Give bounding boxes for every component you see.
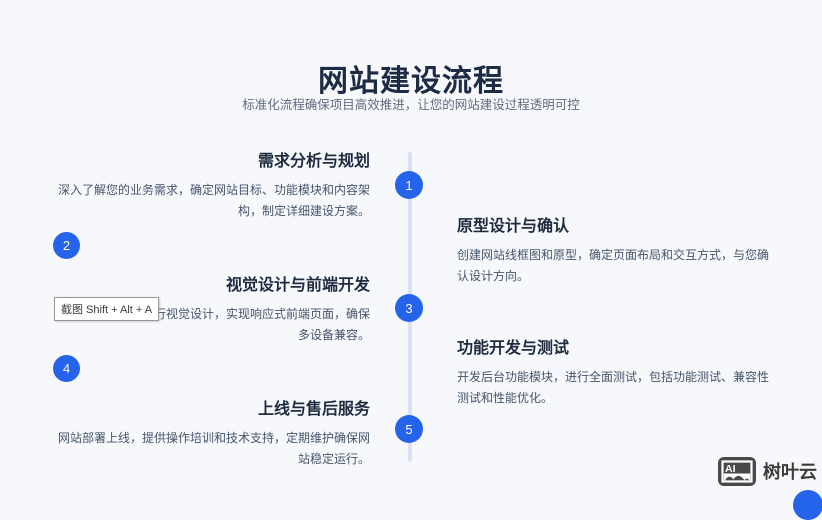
step-card-5: 上线与售后服务 网站部署上线，提供操作培训和技术支持，定期维护确保网站稳定运行。 (52, 398, 370, 470)
timeline-node-2: 2 (53, 232, 80, 259)
page-subtitle: 标准化流程确保项目高效推进，让您的网站建设过程透明可控 (242, 98, 580, 112)
step-title: 原型设计与确认 (457, 218, 570, 235)
brand-name: 树叶云 (763, 462, 817, 482)
svg-text:AI: AI (725, 463, 736, 475)
timeline-node-5: 5 (395, 415, 423, 443)
floating-action-button[interactable] (793, 490, 822, 520)
step-card-4: 功能开发与测试 开发后台功能模块，进行全面测试，包括功能测试、兼容性测试和性能优… (457, 337, 775, 409)
page-title: 网站建设流程 (318, 65, 504, 99)
step-description: 深入了解您的业务需求，确定网站目标、功能模块和内容架构，制定详细建设方案。 (57, 183, 370, 218)
step-description: 创建网站线框图和原型，确定页面布局和交互方式，与您确认设计方向。 (457, 248, 770, 283)
step-description: 开发后台功能模块，进行全面测试，包括功能测试、兼容性测试和性能优化。 (457, 370, 770, 405)
step-title: 上线与售后服务 (257, 401, 370, 418)
ai-image-icon: AI (716, 453, 758, 489)
step-card-1: 需求分析与规划 深入了解您的业务需求，确定网站目标、功能模块和内容架构，制定详细… (52, 150, 370, 222)
step-title: 视觉设计与前端开发 (225, 277, 370, 294)
timeline-node-1: 1 (395, 171, 423, 199)
step-title: 需求分析与规划 (257, 153, 370, 170)
step-description: 网站部署上线，提供操作培训和技术支持，定期维护确保网站稳定运行。 (57, 431, 370, 466)
timeline-node-4: 4 (53, 355, 80, 382)
brand-watermark: AI 树叶云 (716, 453, 817, 489)
screenshot-tooltip: 截图 Shift + Alt + A (54, 297, 160, 321)
timeline-node-3: 3 (395, 294, 423, 322)
step-card-2: 原型设计与确认 创建网站线框图和原型，确定页面布局和交互方式，与您确认设计方向。 (457, 215, 775, 287)
step-title: 功能开发与测试 (457, 340, 570, 357)
